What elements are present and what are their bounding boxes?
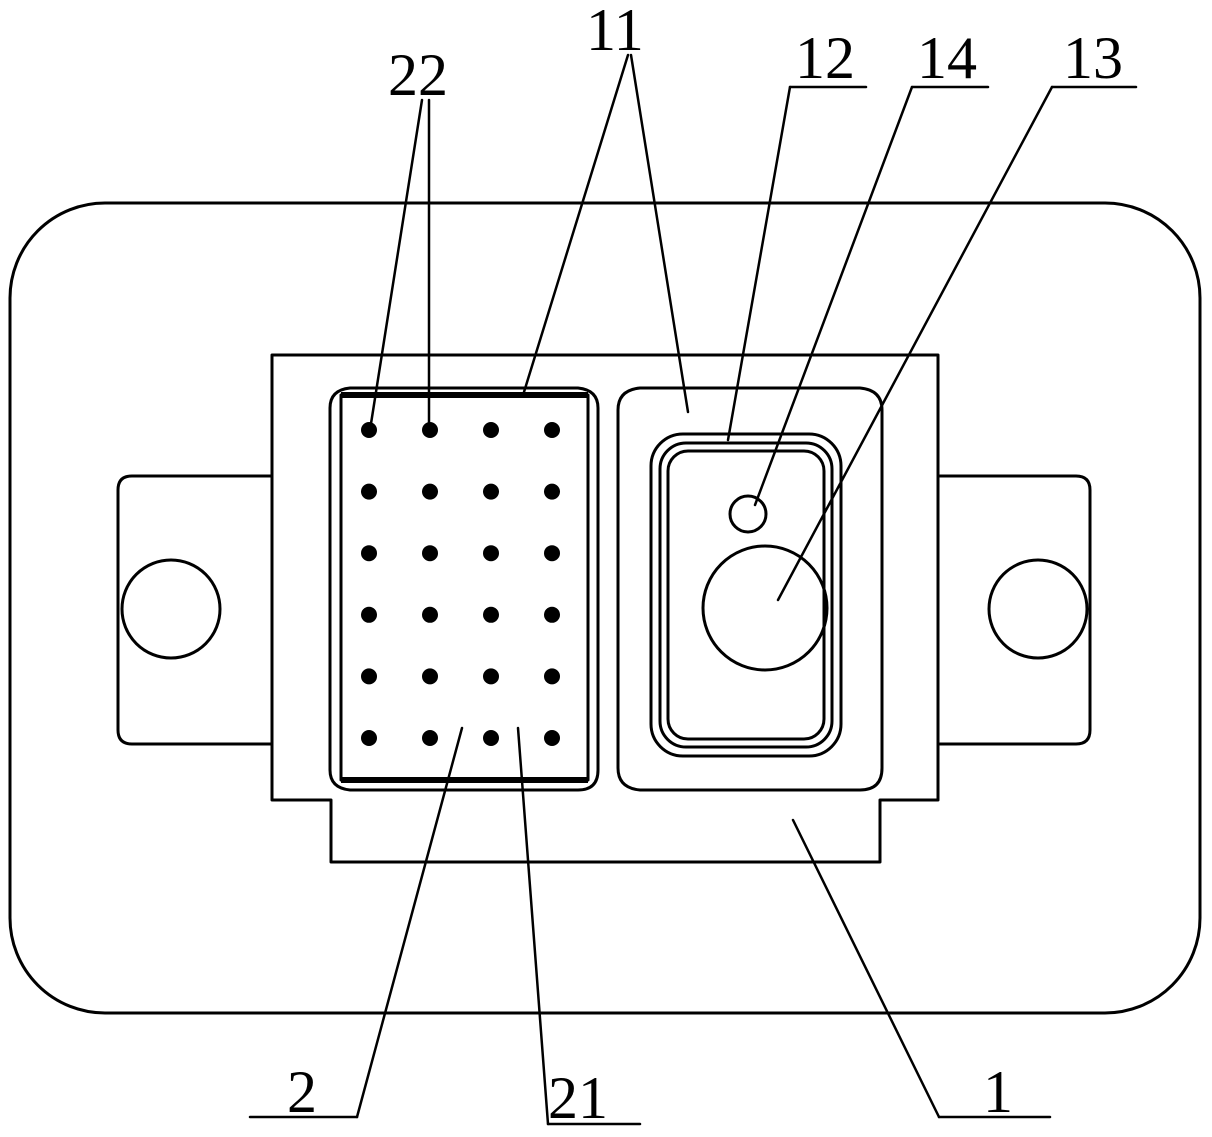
leader-21 xyxy=(518,728,548,1124)
pin-contact xyxy=(361,607,377,623)
pin-contact xyxy=(544,730,560,746)
leader-13 xyxy=(778,87,1052,600)
pin-contact xyxy=(361,484,377,500)
pin-contact xyxy=(361,545,377,561)
seal-ring-outer xyxy=(651,434,841,756)
left-cavity xyxy=(330,388,598,790)
left-mounting-ear xyxy=(118,476,272,744)
pin-contact xyxy=(422,730,438,746)
contact-recess xyxy=(668,451,824,739)
left-mounting-hole xyxy=(122,560,220,658)
leader-11-left xyxy=(524,55,628,392)
pin-contact xyxy=(483,730,499,746)
pin-contact xyxy=(361,668,377,684)
leader-11-right xyxy=(631,55,688,412)
large-contact xyxy=(703,546,827,670)
pin-contact xyxy=(483,607,499,623)
small-contact xyxy=(730,496,766,532)
pin-contact xyxy=(483,545,499,561)
pin-contact xyxy=(544,545,560,561)
right-mounting-ear xyxy=(940,476,1090,744)
right-mounting-hole xyxy=(989,560,1087,658)
label-1: 1 xyxy=(983,1059,1013,1125)
insert-block xyxy=(341,395,588,780)
label-22: 22 xyxy=(388,42,448,108)
label-12: 12 xyxy=(795,25,855,91)
leader-22-left xyxy=(370,100,422,430)
seal-ring-inner xyxy=(660,443,832,747)
pin-contact xyxy=(483,484,499,500)
pin-contact xyxy=(422,545,438,561)
label-14: 14 xyxy=(917,25,977,91)
pin-contact xyxy=(361,730,377,746)
label-11: 11 xyxy=(586,0,644,63)
label-13: 13 xyxy=(1063,25,1123,91)
label-21: 21 xyxy=(548,1065,608,1131)
label-2: 2 xyxy=(287,1059,317,1125)
pin-contact xyxy=(544,668,560,684)
pin-contact xyxy=(422,607,438,623)
outer-plate xyxy=(10,203,1200,1013)
leader-1 xyxy=(793,820,939,1117)
pin-contact xyxy=(422,484,438,500)
pin-contact xyxy=(422,668,438,684)
leader-2 xyxy=(357,728,462,1117)
pin-contact xyxy=(544,422,560,438)
pin-contact xyxy=(544,484,560,500)
pin-contact-grid xyxy=(361,422,560,746)
pin-contact xyxy=(483,668,499,684)
pin-contact xyxy=(544,607,560,623)
pin-contact xyxy=(483,422,499,438)
